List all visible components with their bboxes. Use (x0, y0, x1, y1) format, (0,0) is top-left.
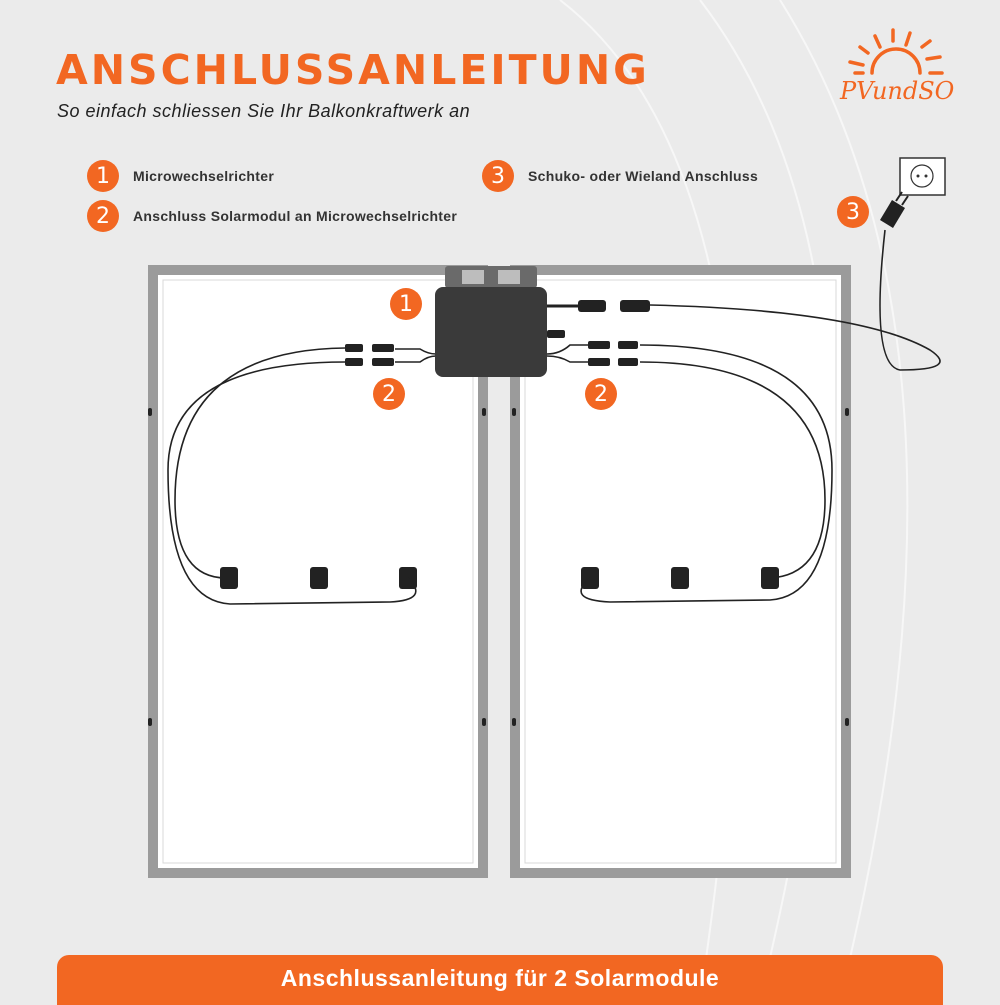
legend-label: Microwechselrichter (133, 168, 275, 184)
page-subtitle: So einfach schliessen Sie Ihr Balkonkraf… (57, 101, 471, 121)
brand-logo: PVundSO (830, 25, 965, 115)
logo-text: PVundSO (840, 77, 955, 105)
legend-label: Anschluss Solarmodul an Microwechselrich… (133, 208, 458, 224)
page-title: ANSCHLUSSANLEITUNG (56, 46, 650, 94)
legend-label: Schuko- oder Wieland Anschluss (528, 168, 759, 184)
footer-banner: Anschlussanleitung für 2 Solarmodule (57, 955, 943, 1005)
plug-badge: 3 (837, 196, 869, 228)
right-panel-connection-badge: 2 (585, 378, 617, 410)
inverter-badge: 1 (390, 288, 422, 320)
legend-item-2: 2 Anschluss Solarmodul an Microwechselri… (87, 200, 457, 232)
plug-icon (880, 191, 909, 228)
legend-badge: 1 (87, 160, 119, 192)
junction-boxes (220, 567, 779, 589)
power-socket-icon (899, 157, 946, 196)
legend-item-3: 3 Schuko- oder Wieland Anschluss (482, 160, 758, 192)
legend-badge: 2 (87, 200, 119, 232)
microinverter (435, 266, 578, 377)
legend-item-1: 1 Microwechselrichter (87, 160, 274, 192)
sun-icon (848, 28, 944, 75)
mc4-connectors (345, 300, 650, 366)
cables (167, 229, 941, 605)
left-panel-connection-badge: 2 (373, 378, 405, 410)
legend-badge: 3 (482, 160, 514, 192)
